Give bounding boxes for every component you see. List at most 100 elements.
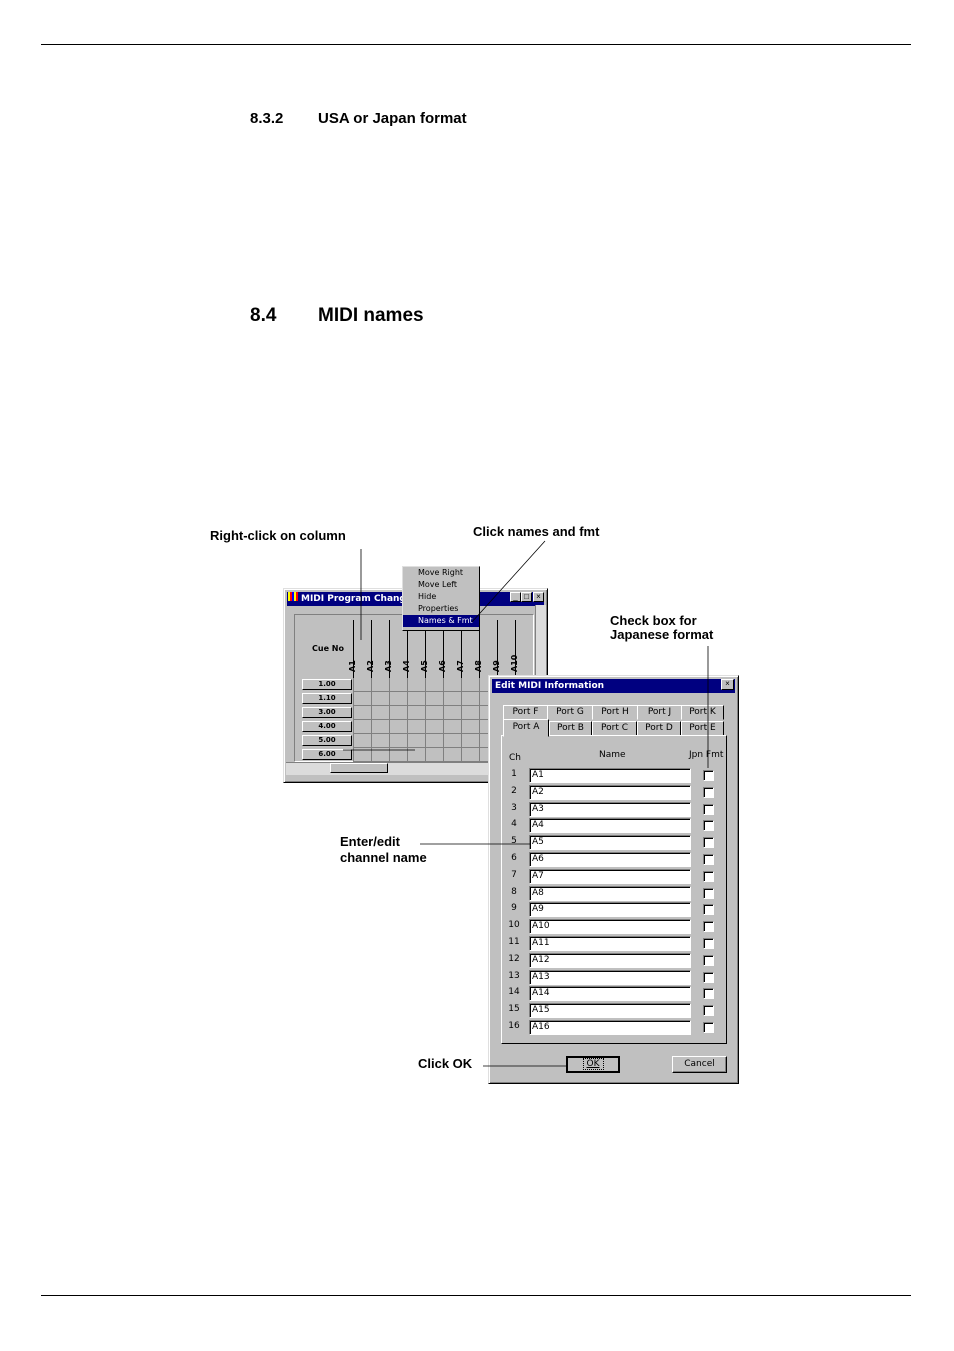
ok-label: OK bbox=[582, 1058, 604, 1070]
channel-name-field[interactable]: A7 bbox=[529, 868, 691, 884]
tab-port-c[interactable]: Port C bbox=[592, 721, 637, 736]
channel-number: 2 bbox=[511, 785, 517, 796]
context-menu-item[interactable]: Properties bbox=[418, 604, 459, 613]
tab-port-h[interactable]: Port H bbox=[592, 705, 638, 720]
close-button[interactable]: × bbox=[533, 592, 544, 602]
cue-row-button[interactable]: 4.00 bbox=[302, 721, 352, 732]
grid-col-line bbox=[479, 678, 480, 762]
dialog-title: Edit MIDI Information bbox=[495, 681, 605, 691]
dialog-titlebar: Edit MIDI Information bbox=[492, 679, 735, 693]
jpn-fmt-checkbox[interactable] bbox=[703, 786, 714, 798]
tab-port-d[interactable]: Port D bbox=[637, 721, 681, 736]
jpn-fmt-checkbox[interactable] bbox=[703, 971, 714, 983]
column-header-label: A9 bbox=[492, 660, 501, 672]
cue-row-button[interactable]: 5.00 bbox=[302, 735, 352, 746]
cancel-button[interactable]: Cancel bbox=[672, 1056, 727, 1073]
channel-name-field[interactable]: A8 bbox=[529, 885, 691, 901]
jpn-fmt-checkbox[interactable] bbox=[703, 837, 714, 849]
callout-click-ok: Click OK bbox=[418, 1056, 473, 1071]
tab-port-f[interactable]: Port F bbox=[503, 705, 548, 720]
jpn-fmt-checkbox[interactable] bbox=[703, 904, 714, 916]
channel-number: 16 bbox=[508, 1021, 520, 1031]
column-header[interactable]: A5 bbox=[420, 620, 442, 678]
jpn-fmt-column-header: Jpn Fmt bbox=[689, 750, 724, 760]
callout-click-names: Click names and fmt bbox=[473, 524, 600, 539]
callout-check-box-2: Japanese format bbox=[610, 627, 714, 642]
section-title-84: MIDI names bbox=[318, 305, 424, 326]
context-menu-item[interactable]: Names & Fmt bbox=[403, 615, 479, 627]
channel-name-field[interactable]: A4 bbox=[529, 818, 691, 834]
channel-name-field[interactable]: A12 bbox=[529, 952, 691, 968]
dialog-close-button[interactable]: × bbox=[721, 679, 734, 690]
jpn-fmt-checkbox[interactable] bbox=[703, 954, 714, 966]
ok-button[interactable]: OK bbox=[566, 1056, 620, 1073]
tab-port-a[interactable]: Port A bbox=[503, 719, 549, 737]
channel-number: 7 bbox=[511, 869, 517, 880]
column-header[interactable]: A8 bbox=[474, 620, 496, 678]
channel-name-field[interactable]: A10 bbox=[529, 919, 691, 935]
channel-name-field[interactable]: A1 bbox=[529, 768, 691, 783]
grid-col-line bbox=[389, 678, 390, 762]
column-header[interactable]: A6 bbox=[438, 620, 460, 678]
context-menu-item[interactable]: Move Right bbox=[418, 568, 464, 577]
jpn-fmt-checkbox[interactable] bbox=[703, 921, 714, 933]
channel-name-field[interactable]: A15 bbox=[529, 1003, 691, 1019]
channel-name-field[interactable]: A14 bbox=[529, 986, 691, 1002]
jpn-fmt-checkbox[interactable] bbox=[703, 1022, 714, 1033]
cue-row-button[interactable]: 1.10 bbox=[302, 693, 352, 704]
tab-port-g[interactable]: Port G bbox=[547, 705, 593, 720]
column-header-label: A5 bbox=[420, 660, 429, 672]
jpn-fmt-checkbox[interactable] bbox=[703, 770, 714, 781]
column-header-label: A10 bbox=[510, 654, 519, 672]
jpn-fmt-checkbox[interactable] bbox=[703, 854, 714, 865]
channel-name-field[interactable]: A5 bbox=[529, 835, 691, 851]
jpn-fmt-checkbox[interactable] bbox=[703, 870, 714, 882]
column-header-label: A1 bbox=[348, 660, 357, 672]
maximize-button[interactable]: □ bbox=[521, 592, 532, 602]
jpn-fmt-checkbox[interactable] bbox=[703, 988, 714, 1000]
column-header[interactable]: A3 bbox=[384, 620, 406, 678]
channel-name-field[interactable]: A13 bbox=[529, 969, 691, 985]
channel-name-field[interactable]: A3 bbox=[529, 801, 691, 817]
minimize-button[interactable]: _ bbox=[510, 592, 521, 602]
column-header-label: A2 bbox=[366, 660, 375, 672]
tab-port-j[interactable]: Port J bbox=[637, 705, 682, 720]
callout-enter-edit-1: Enter/edit bbox=[340, 834, 400, 849]
callout-right-click: Right-click on column bbox=[210, 528, 346, 543]
column-header[interactable]: A4 bbox=[402, 620, 424, 678]
jpn-fmt-checkbox[interactable] bbox=[703, 887, 714, 899]
channel-name-field[interactable]: A16 bbox=[529, 1020, 691, 1035]
scrollbar-thumb[interactable] bbox=[330, 763, 388, 773]
column-header[interactable]: A2 bbox=[366, 620, 388, 678]
channel-name-field[interactable]: A2 bbox=[529, 784, 691, 800]
column-header[interactable]: A1 bbox=[348, 620, 370, 678]
jpn-fmt-checkbox[interactable] bbox=[703, 1005, 714, 1017]
channel-number: 10 bbox=[508, 920, 520, 931]
jpn-fmt-checkbox[interactable] bbox=[703, 938, 714, 949]
column-header[interactable]: A7 bbox=[456, 620, 478, 678]
jpn-fmt-checkbox[interactable] bbox=[703, 803, 714, 815]
column-header[interactable]: A10 bbox=[510, 620, 532, 678]
channel-name-field[interactable]: A6 bbox=[529, 852, 691, 867]
column-header[interactable]: A9 bbox=[492, 620, 514, 678]
bottom-rule bbox=[41, 1295, 911, 1296]
channel-number: 3 bbox=[511, 802, 517, 813]
cue-row-button[interactable]: 1.00 bbox=[302, 679, 352, 690]
channel-number: 4 bbox=[511, 819, 517, 830]
column-header-label: A4 bbox=[402, 660, 411, 672]
channel-name-field[interactable]: A9 bbox=[529, 902, 691, 918]
tab-panel bbox=[501, 735, 727, 1044]
tab-port-b[interactable]: Port B bbox=[549, 721, 592, 736]
tab-port-k[interactable]: Port K bbox=[681, 705, 724, 720]
jpn-fmt-checkbox[interactable] bbox=[703, 820, 714, 832]
program-window-title: MIDI Program Change bbox=[301, 594, 412, 604]
channel-name-field[interactable]: A11 bbox=[529, 936, 691, 951]
cue-row-button[interactable]: 3.00 bbox=[302, 707, 352, 718]
context-menu-item[interactable]: Hide bbox=[418, 592, 437, 601]
cue-row-button[interactable]: 6.00 bbox=[302, 749, 352, 760]
channel-number: 14 bbox=[508, 987, 520, 998]
tab-port-e[interactable]: Port E bbox=[681, 721, 724, 736]
channel-number: 13 bbox=[508, 970, 520, 981]
column-header-label: A6 bbox=[438, 660, 447, 672]
context-menu-item[interactable]: Move Left bbox=[418, 580, 458, 589]
